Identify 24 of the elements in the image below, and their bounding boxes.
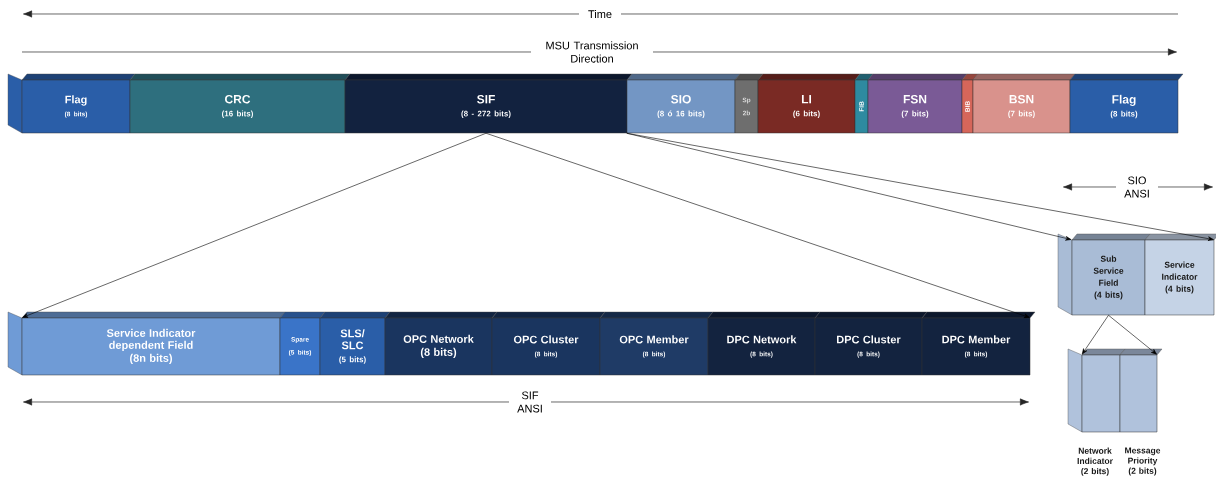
field-box: OPC Network (8 bits) — [384, 311, 498, 376]
dimension-label: SIF ANSI — [509, 390, 551, 414]
field-box — [1067, 348, 1126, 433]
field-box: Service Indicator (4 bits) — [1144, 233, 1216, 316]
dimension-label: MSU Transmission Direction — [531, 40, 653, 64]
arrow — [626, 132, 1214, 241]
field-box: Flag (8 bits) — [1069, 73, 1184, 134]
field-box: Service Indicator dependent Field (8n bits) — [7, 311, 286, 376]
arrow — [1081, 314, 1109, 355]
field-caption: Message Priority (2 bits) — [1125, 447, 1161, 476]
field-box: Sub Service Field (4 bits) — [1057, 233, 1151, 316]
dimension-label: Time — [579, 8, 621, 20]
field-box: SIF (8 - 272 bits) — [344, 73, 633, 134]
field-box: CRC (16 bits) — [129, 73, 351, 134]
field-box: BSN (7 bits) — [972, 73, 1076, 134]
field-box — [1119, 348, 1163, 433]
field-box: SIO (8 ó 16 bits) — [626, 73, 741, 134]
arrow — [626, 132, 1072, 241]
arrow — [485, 132, 1030, 318]
dimension-label: SIO ANSI — [1116, 175, 1158, 199]
field-caption: Network Indicator (2 bits) — [1077, 447, 1113, 476]
arrow — [22, 132, 487, 318]
arrow — [1108, 314, 1157, 355]
field-box: SLS/ SLC (5 bits) — [319, 311, 391, 376]
